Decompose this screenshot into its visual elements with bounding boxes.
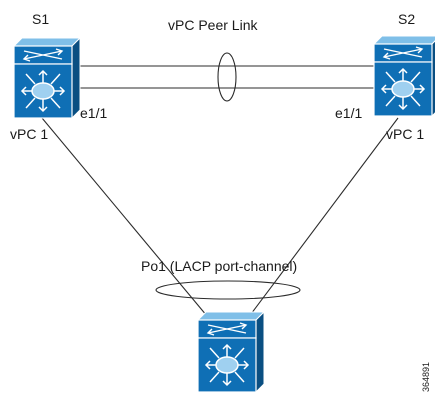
link-s2-to-downstream <box>244 117 399 323</box>
switch-s1-icon <box>13 37 81 119</box>
s1-vpc-label: vPC 1 <box>10 126 48 142</box>
port-channel-ellipse <box>155 280 301 300</box>
s2-vpc-label: vPC 1 <box>386 126 424 142</box>
figure-id: 364891 <box>421 362 431 392</box>
peer-link-label: vPC Peer Link <box>168 17 258 33</box>
switch-s2-icon <box>373 35 435 117</box>
peer-link-bundle-ellipse <box>217 52 237 102</box>
downstream-switch-icon <box>197 311 265 393</box>
switch-s1-name: S1 <box>32 11 49 27</box>
s2-port-label: e1/1 <box>335 105 362 121</box>
s1-port-label: e1/1 <box>80 105 107 121</box>
link-s1-to-downstream <box>41 117 213 323</box>
port-channel-label: Po1 (LACP port-channel) <box>141 258 297 274</box>
switch-s2-name: S2 <box>398 11 415 27</box>
